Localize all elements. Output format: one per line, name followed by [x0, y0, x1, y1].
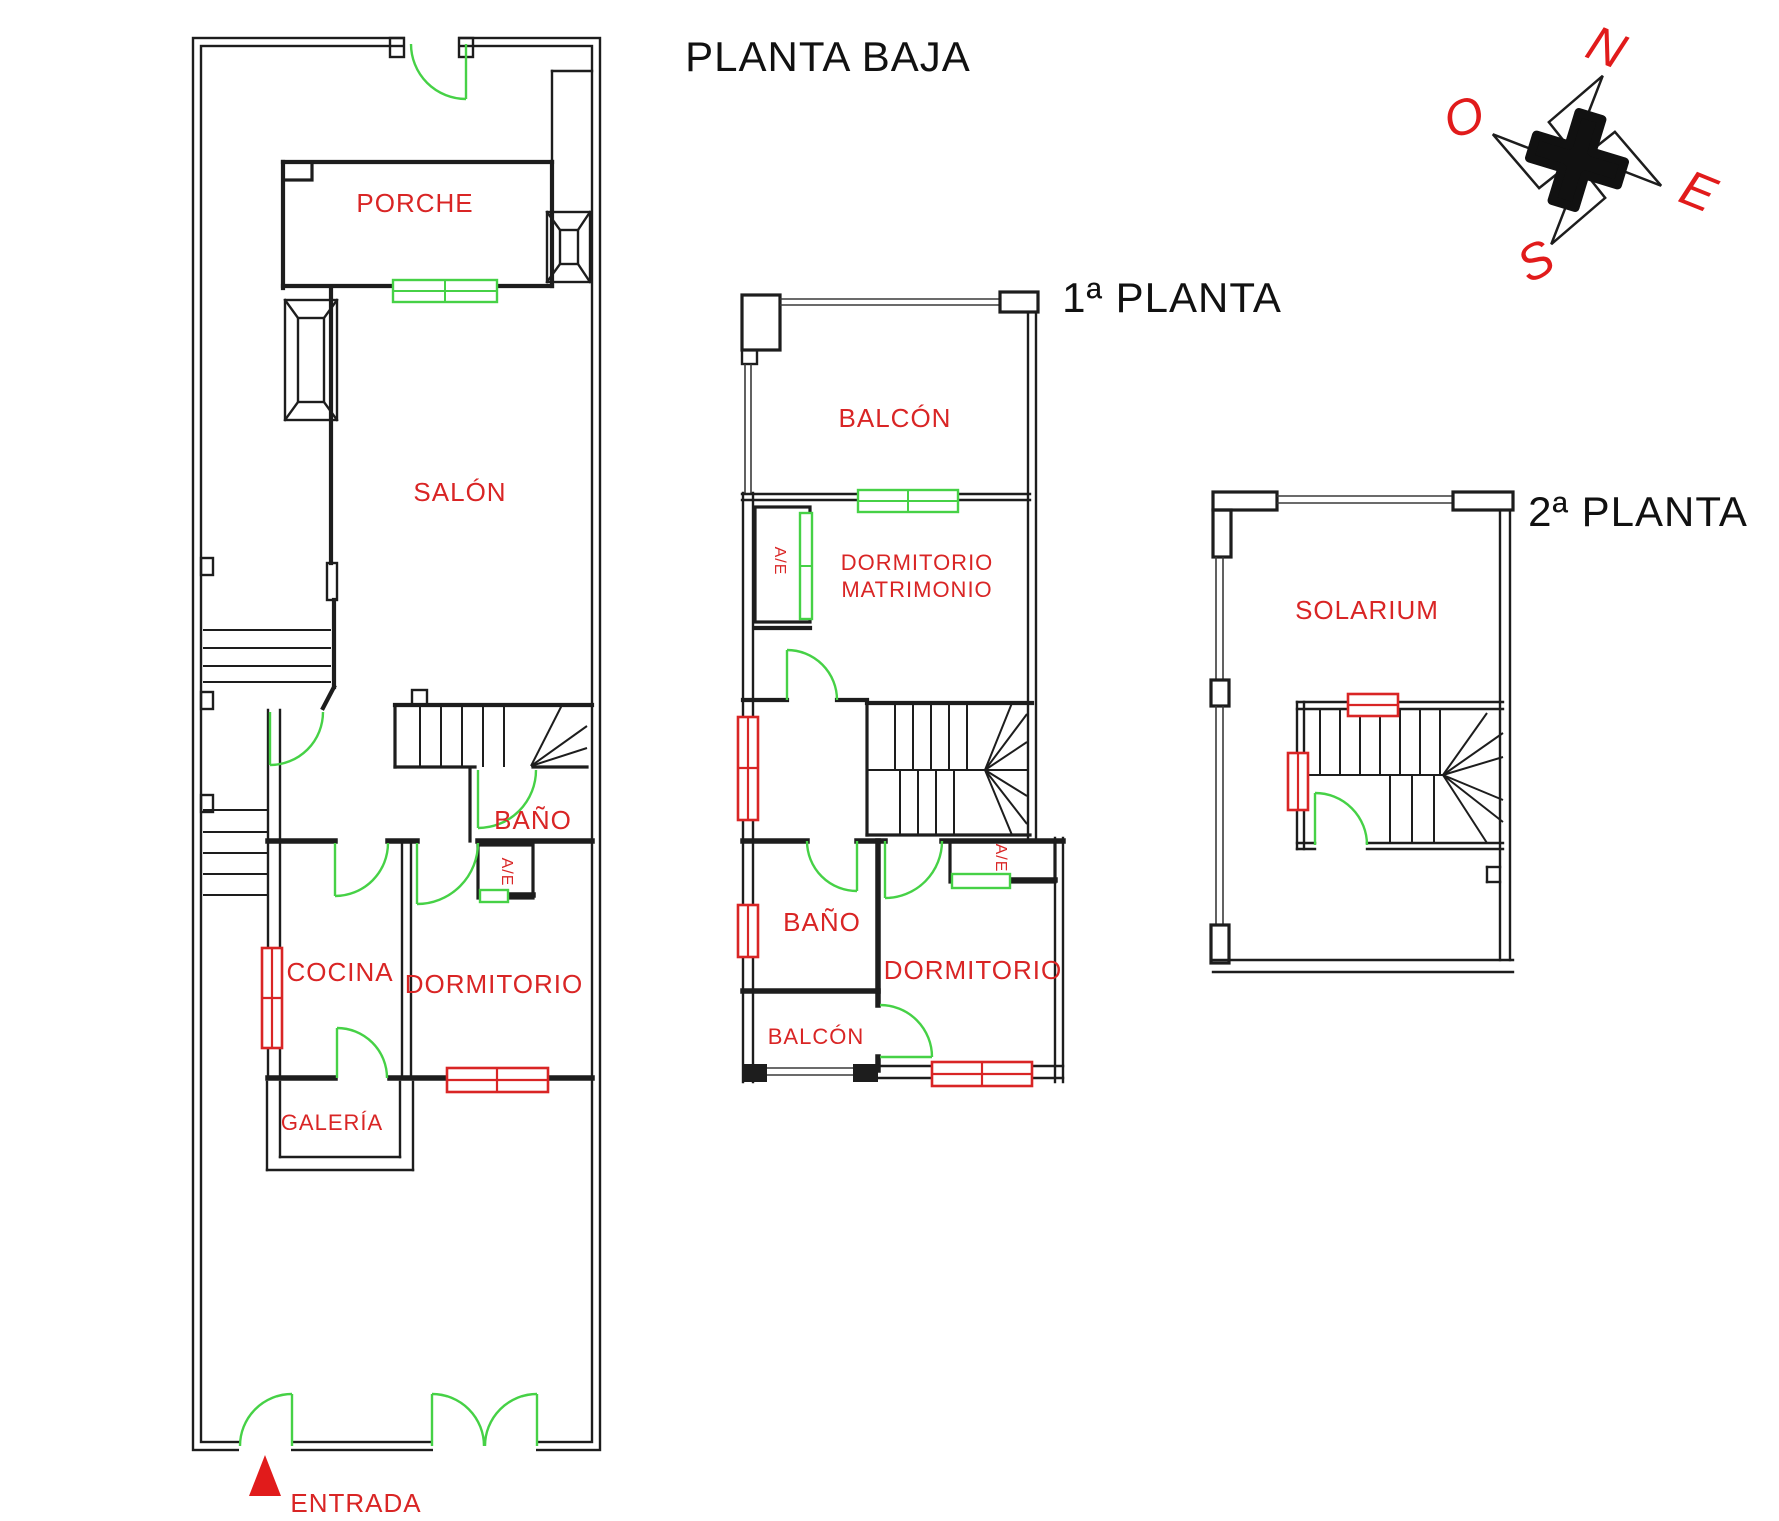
- door-balcon-primera: [879, 1003, 934, 1059]
- door-double-patio: [430, 1392, 539, 1447]
- door-dormitorio-ground: [415, 842, 480, 906]
- porche-bay: [545, 210, 592, 284]
- door-cocina: [333, 842, 390, 898]
- plot-boundary: [191, 32, 602, 1458]
- room-label-salon: SALÓN: [413, 477, 506, 507]
- room-label-dormitorio-ground: DORMITORIO: [405, 969, 584, 999]
- room-label-ae-ground: A/E: [498, 858, 515, 887]
- floor-planta-baja: PORCHE SALÓN BAÑO A/E COCINA DORMITORIO …: [191, 32, 602, 1518]
- window-cocina: [260, 946, 284, 1050]
- salon-planter: [283, 298, 339, 422]
- door-gate: [409, 43, 468, 101]
- vent-ae-ground: [478, 888, 510, 904]
- room-label-bano-primera: BAÑO: [783, 907, 861, 937]
- door-stairwell-segunda: [1313, 791, 1369, 846]
- window-bano-primera: [736, 903, 760, 959]
- staircase-ground: [392, 688, 595, 769]
- title-planta-baja: PLANTA BAJA: [685, 33, 971, 80]
- compass-star-icon: [1491, 74, 1663, 246]
- room-label-cocina: COCINA: [286, 957, 393, 987]
- door-dormitorio-primera: [883, 840, 944, 900]
- compass-east-label: E: [1672, 159, 1725, 224]
- salon-walls: [283, 285, 339, 711]
- door-bano-ground: [476, 769, 538, 830]
- door-sideyard-hall: [268, 711, 325, 767]
- room-label-ae2: A/E: [992, 844, 1009, 873]
- room-label-ae1: A/E: [771, 547, 788, 576]
- floor-segunda-planta: SOLARIUM: [1209, 490, 1515, 974]
- room-label-solarium: SOLARIUM: [1295, 595, 1439, 625]
- upper-entry-steps: [203, 629, 331, 683]
- window-dormitorio-primera: [930, 1060, 1034, 1088]
- door-entrada: [238, 1392, 294, 1447]
- door-galeria: [335, 1026, 389, 1079]
- room-label-balcon-primera: BALCÓN: [839, 403, 952, 433]
- room-label-dormitorio-matrimonio-1: DORMITORIO: [841, 550, 994, 575]
- lower-entry-steps: [203, 809, 268, 896]
- window-stairwell-left: [1286, 751, 1310, 812]
- room-label-bano-ground: BAÑO: [494, 805, 572, 835]
- room-label-balcon2-primera: BALCÓN: [768, 1024, 864, 1049]
- window-stairwell-top: [1346, 692, 1400, 718]
- title-primera-planta: 1ª PLANTA: [1062, 274, 1282, 321]
- window-corridor-primera: [736, 715, 760, 822]
- staircase-primera: [865, 701, 1032, 837]
- entrance-label: ENTRADA: [290, 1488, 421, 1518]
- entrance-arrow: [249, 1455, 281, 1496]
- segunda-walls: [1209, 490, 1515, 974]
- vent-ae2: [950, 872, 1012, 890]
- room-galeria-walls: [265, 1080, 415, 1172]
- vent-ae1: [798, 511, 814, 621]
- room-porche-walls: [280, 159, 592, 291]
- compass-rose: N O E S: [1437, 14, 1725, 293]
- door-dormitorio-matrimonio: [785, 648, 839, 701]
- title-segunda-planta: 2ª PLANTA: [1528, 488, 1748, 535]
- room-label-galeria: GALERÍA: [281, 1110, 383, 1135]
- door-bano-primera: [805, 840, 859, 893]
- window-porche-salon: [391, 278, 499, 304]
- window-dormitorio-ground: [445, 1066, 550, 1094]
- compass-west-label: O: [1437, 84, 1491, 149]
- room-label-dormitorio-matrimonio-2: MATRIMONIO: [841, 577, 992, 602]
- compass-north-label: N: [1579, 14, 1634, 80]
- hall-walls: [265, 708, 595, 1081]
- staircase-segunda: [1295, 700, 1505, 851]
- room-label-dormitorio-primera: DORMITORIO: [884, 955, 1063, 985]
- window-balcon-dormitorio: [856, 488, 960, 514]
- floor-primera-planta: BALCÓN A/E DORMITORIO MATRIMONIO BAÑO A/…: [736, 290, 1066, 1088]
- room-label-porche: PORCHE: [356, 188, 473, 218]
